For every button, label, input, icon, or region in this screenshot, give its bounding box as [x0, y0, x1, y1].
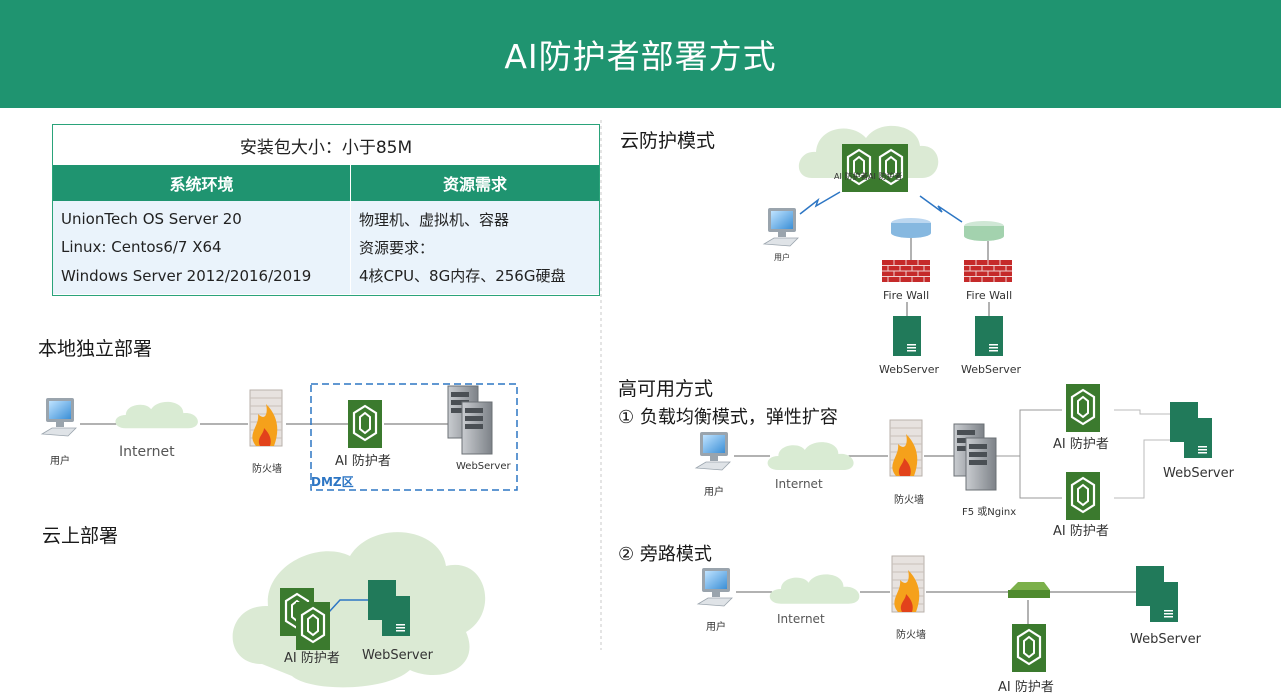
ai-guard-icon [872, 142, 910, 194]
bypass-mode-title: ② 旁路模式 [618, 544, 712, 565]
webserver-label: WebServer [1130, 632, 1201, 647]
firewall-icon [881, 259, 931, 283]
webserver-icon [382, 596, 410, 636]
webserver-label: WebServer [879, 363, 940, 376]
firewall-icon [889, 419, 923, 477]
internet-cloud-icon [767, 442, 854, 470]
env-header: 系统环境 [53, 165, 351, 201]
firewall-label: 防火墙 [252, 464, 282, 475]
router-icon [891, 218, 931, 238]
res-item: 4核CPU、8G内存、256G硬盘 [359, 267, 566, 286]
package-size: 安装包大小：小于85M [239, 137, 413, 158]
firewall-icon [963, 259, 1013, 283]
cloud-zone-icon [232, 532, 486, 688]
user-pc-icon [697, 567, 733, 607]
env-item: Windows Server 2012/2016/2019 [61, 266, 312, 285]
webserver-icon [975, 316, 1003, 356]
firewall-label: Fire Wall [966, 289, 1013, 302]
ai-guard-label: AI 防护者 [335, 454, 391, 469]
res-header: 资源需求 [442, 175, 507, 194]
dmz-label: DMZ区 [311, 475, 354, 489]
ai-guard-label: AI 防护者 [834, 172, 869, 181]
webserver-icon [1184, 418, 1212, 458]
user-label: 用户 [774, 253, 790, 262]
ai-guard-icon [294, 600, 332, 652]
cloud-deploy-title: 云上部署 [42, 525, 119, 547]
spec-header: 系统环境 资源需求 [53, 165, 599, 201]
webserver-icon [1150, 582, 1178, 622]
env-item: UnionTech OS Server 20 [61, 210, 242, 229]
ai-guard-icon [346, 398, 384, 450]
ha-title: 高可用方式 [618, 378, 714, 400]
webserver-label: WebServer [961, 363, 1022, 376]
switch-icon [1008, 582, 1050, 598]
cloud-mode-title: 云防护模式 [620, 130, 716, 152]
env-column: UnionTech OS Server 20 Linux: Centos6/7 … [53, 201, 351, 294]
spec-table: 安装包大小：小于85M 系统环境 资源需求 UnionTech OS Serve… [52, 124, 600, 296]
webserver-icon [893, 316, 921, 356]
dmz-zone [310, 383, 518, 491]
firewall-label: Fire Wall [883, 289, 930, 302]
env-item: Linux: Centos6/7 X64 [61, 238, 222, 257]
ai-guard-label: AI 防护者 [1053, 524, 1109, 539]
local-deploy-title: 本地独立部署 [38, 338, 153, 360]
user-pc-icon [763, 207, 799, 247]
internet-cloud-icon [115, 401, 198, 429]
webserver-label: WebServer [456, 461, 511, 472]
internet-label: Internet [775, 477, 823, 491]
ai-guard-icon [1010, 622, 1048, 674]
user-pc-icon [695, 431, 731, 471]
webserver-label: WebServer [362, 648, 433, 663]
internet-label: Internet [119, 444, 175, 460]
firewall-icon [891, 555, 925, 613]
internet-cloud-icon [769, 574, 860, 604]
res-column: 物理机、虚拟机、容器 资源要求： 4核CPU、8G内存、256G硬盘 [351, 201, 565, 294]
page-title: AI防护者部署方式 [504, 37, 777, 76]
user-pc-icon [41, 397, 77, 437]
user-label: 用户 [706, 622, 726, 633]
router-icon [964, 221, 1004, 241]
ai-guard-icon [840, 142, 878, 194]
title-banner: AI防护者部署方式 [0, 0, 1281, 108]
ai-guard-icon [1064, 382, 1102, 434]
firewall-label: 防火墙 [894, 495, 924, 506]
lb-mode-title: ① 负载均衡模式，弹性扩容 [618, 407, 838, 428]
res-item: 资源要求： [359, 238, 435, 257]
load-balancer-label: F5 或Nginx [962, 507, 1017, 518]
internet-label: Internet [777, 612, 825, 626]
ai-guard-icon [1064, 470, 1102, 522]
webserver-label: WebServer [1163, 466, 1234, 481]
spec-body: UnionTech OS Server 20 Linux: Centos6/7 … [53, 201, 599, 294]
firewall-icon [249, 389, 283, 447]
user-label: 用户 [704, 487, 724, 498]
user-label: 用户 [50, 456, 70, 467]
ai-guard-label: AI 防护者 [1053, 437, 1109, 452]
ai-guard-label: AI 防护者 [284, 651, 340, 666]
ai-guard-label: AI 防护者 [998, 680, 1054, 695]
firewall-label: 防火墙 [896, 630, 926, 641]
res-item: 物理机、虚拟机、容器 [359, 210, 510, 229]
ai-guard-label: AI 防护者 [868, 172, 903, 181]
